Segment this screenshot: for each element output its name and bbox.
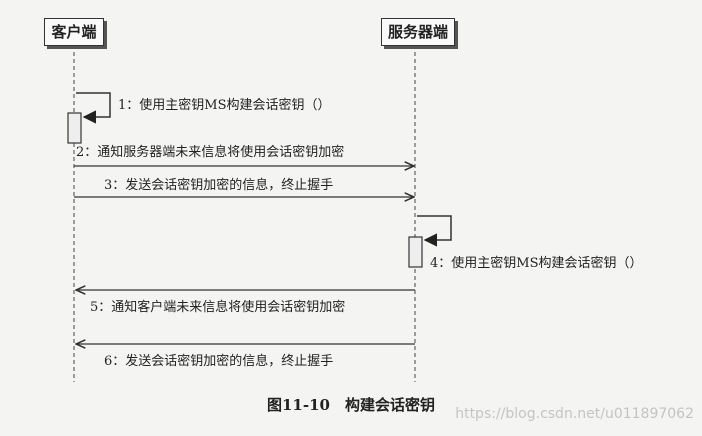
- message-4: 4：使用主密钥MS构建会话密钥（）: [430, 256, 643, 271]
- watermark: https://blog.csdn.net/u011897062: [455, 406, 694, 422]
- message-6: 6：发送会话密钥加密的信息，终止握手: [104, 354, 334, 369]
- server-box: 服务器端: [381, 18, 455, 46]
- client-box: 客户端: [44, 18, 104, 46]
- message-1: 1：使用主密钥MS构建会话密钥（）: [118, 98, 331, 113]
- message-2: 2：通知服务器端未来信息将使用会话密钥加密: [76, 145, 345, 160]
- client-label: 客户端: [51, 23, 97, 41]
- message-5: 5：通知客户端未来信息将使用会话密钥加密: [90, 300, 346, 315]
- self-arrow-1: [76, 92, 111, 124]
- client-activation: [67, 112, 82, 144]
- self-arrow-4: [417, 215, 452, 247]
- server-activation: [408, 236, 423, 268]
- server-label: 服务器端: [387, 23, 448, 41]
- message-3: 3：发送会话密钥加密的信息，终止握手: [104, 178, 334, 193]
- figure-caption: 图11-10 构建会话密钥: [267, 396, 435, 414]
